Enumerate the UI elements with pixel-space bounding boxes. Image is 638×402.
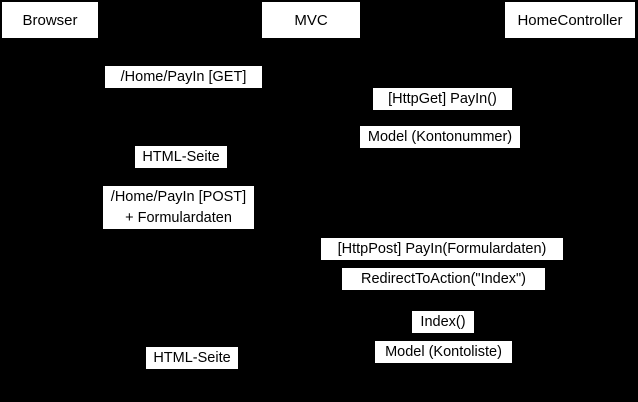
arrow-m5 xyxy=(49,229,311,230)
message-label-home-payin-post[interactable]: /Home/PayIn [POST] + Formulardaten xyxy=(103,186,254,229)
participant-browser-label: Browser xyxy=(22,11,78,29)
arrow-m6 xyxy=(311,260,569,261)
arrow-m4 xyxy=(49,168,311,169)
message-text: RedirectToAction("Index") xyxy=(360,271,527,287)
participant-homecontroller-label: HomeController xyxy=(517,11,623,29)
participant-mvc[interactable]: MVC xyxy=(262,2,360,38)
message-label-httppost-payin-formulardaten[interactable]: [HttpPost] PayIn(Formulardaten) xyxy=(321,238,563,260)
participant-browser[interactable]: Browser xyxy=(2,2,98,38)
message-text: HTML-Seite xyxy=(142,149,220,165)
arrow-m2 xyxy=(311,110,569,111)
message-label-redirect-to-action-index[interactable]: RedirectToAction("Index") xyxy=(342,268,545,290)
message-text: [HttpPost] PayIn(Formulardaten) xyxy=(337,241,547,257)
arrow-m3 xyxy=(311,148,569,149)
arrow-m8 xyxy=(311,333,569,334)
message-text: Model (Kontoliste) xyxy=(385,344,502,360)
arrow-m7 xyxy=(311,290,569,291)
message-label-html-seite-1[interactable]: HTML-Seite xyxy=(135,146,227,168)
message-text: HTML-Seite xyxy=(153,350,231,366)
message-label-model-kontonummer[interactable]: Model (Kontonummer) xyxy=(360,126,520,148)
arrow-m9 xyxy=(311,363,569,364)
message-label-model-kontoliste[interactable]: Model (Kontoliste) xyxy=(375,341,512,363)
message-label-index[interactable]: Index() xyxy=(412,311,474,333)
message-label-html-seite-2[interactable]: HTML-Seite xyxy=(146,347,238,369)
lifeline-homecontroller xyxy=(569,38,570,402)
lifeline-mvc xyxy=(311,38,312,402)
message-text-line-1: /Home/PayIn [POST] xyxy=(110,189,247,205)
message-text: /Home/PayIn [GET] xyxy=(120,69,247,85)
message-text: [HttpGet] PayIn() xyxy=(388,91,497,107)
message-text-line-2: + Formulardaten xyxy=(125,210,232,226)
participant-homecontroller[interactable]: HomeController xyxy=(505,2,635,38)
message-label-home-payin-get[interactable]: /Home/PayIn [GET] xyxy=(105,66,262,88)
participant-mvc-label: MVC xyxy=(294,11,328,29)
arrow-m10 xyxy=(49,369,311,370)
message-text: Model (Kontonummer) xyxy=(367,129,513,145)
message-label-httpget-payin[interactable]: [HttpGet] PayIn() xyxy=(373,88,512,110)
message-text: Index() xyxy=(420,314,466,330)
lifeline-browser xyxy=(49,38,50,402)
arrow-m1 xyxy=(49,88,311,89)
